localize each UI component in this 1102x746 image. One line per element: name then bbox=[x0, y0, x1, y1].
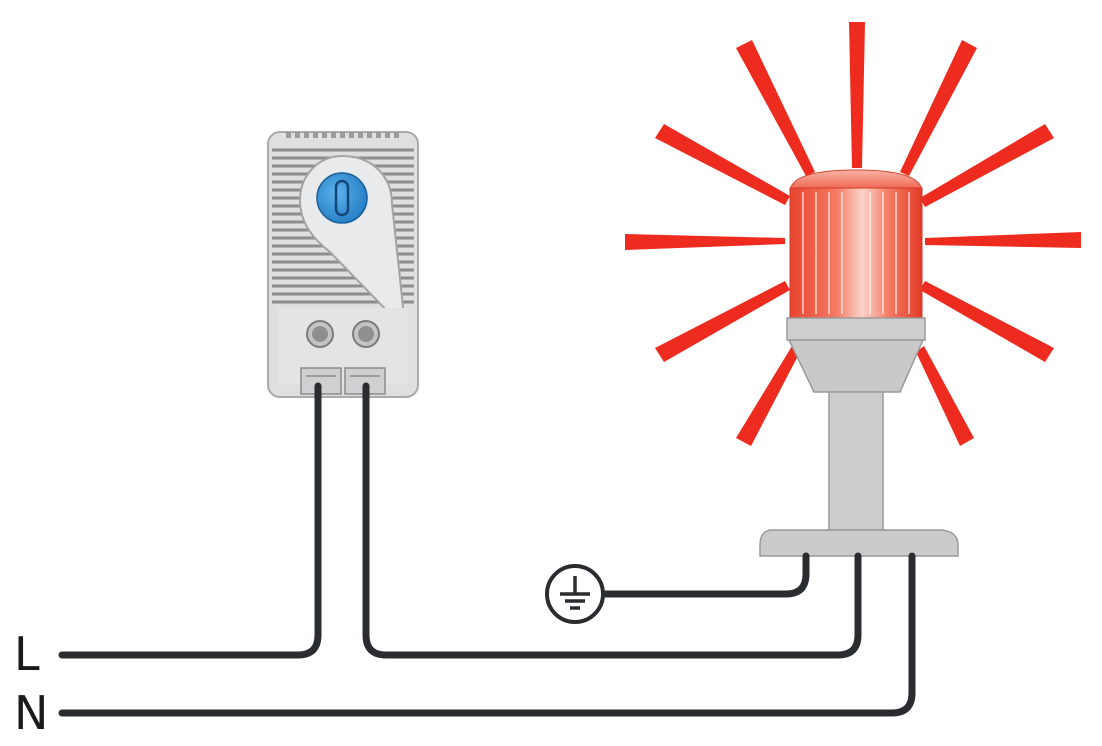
terminal-label-neutral: N bbox=[14, 686, 48, 740]
ray-left bbox=[625, 234, 785, 250]
beacon-collar bbox=[786, 317, 926, 341]
beacon-pole bbox=[828, 391, 884, 531]
wire-line-to-thermostat bbox=[58, 382, 322, 659]
ray-bottom-right bbox=[916, 346, 974, 446]
thermostat-lower-panel bbox=[278, 308, 408, 384]
terminal-label-line: L bbox=[14, 627, 40, 681]
beacon bbox=[759, 169, 959, 557]
ray-right bbox=[925, 232, 1081, 248]
wire-ground bbox=[600, 552, 810, 598]
ray-lower-left bbox=[655, 281, 790, 362]
wire-thermostat-to-beacon bbox=[362, 382, 862, 659]
ray-top bbox=[849, 22, 865, 168]
beacon-base bbox=[759, 529, 959, 557]
ray-upper-left bbox=[655, 124, 790, 205]
thermostat-screws bbox=[306, 320, 380, 348]
beacon-lens bbox=[789, 187, 923, 319]
thermostat-knob-slot bbox=[334, 179, 350, 217]
wire-neutral bbox=[58, 552, 916, 717]
ray-top-right bbox=[900, 40, 977, 176]
thermostat bbox=[267, 131, 419, 398]
ray-top-left bbox=[736, 40, 815, 176]
ray-bottom-left bbox=[736, 346, 800, 446]
thermostat-top-ridges bbox=[286, 132, 399, 138]
ray-lower-right bbox=[920, 281, 1054, 362]
thermostat-knob bbox=[316, 172, 368, 224]
beacon-lens-ribs bbox=[802, 192, 910, 314]
beacon-cone bbox=[787, 339, 925, 393]
ground-icon bbox=[545, 564, 605, 624]
beacon-rays bbox=[625, 22, 1081, 446]
wires bbox=[58, 382, 916, 717]
beacon-lens-cap bbox=[789, 169, 923, 193]
ray-upper-right bbox=[920, 124, 1054, 207]
